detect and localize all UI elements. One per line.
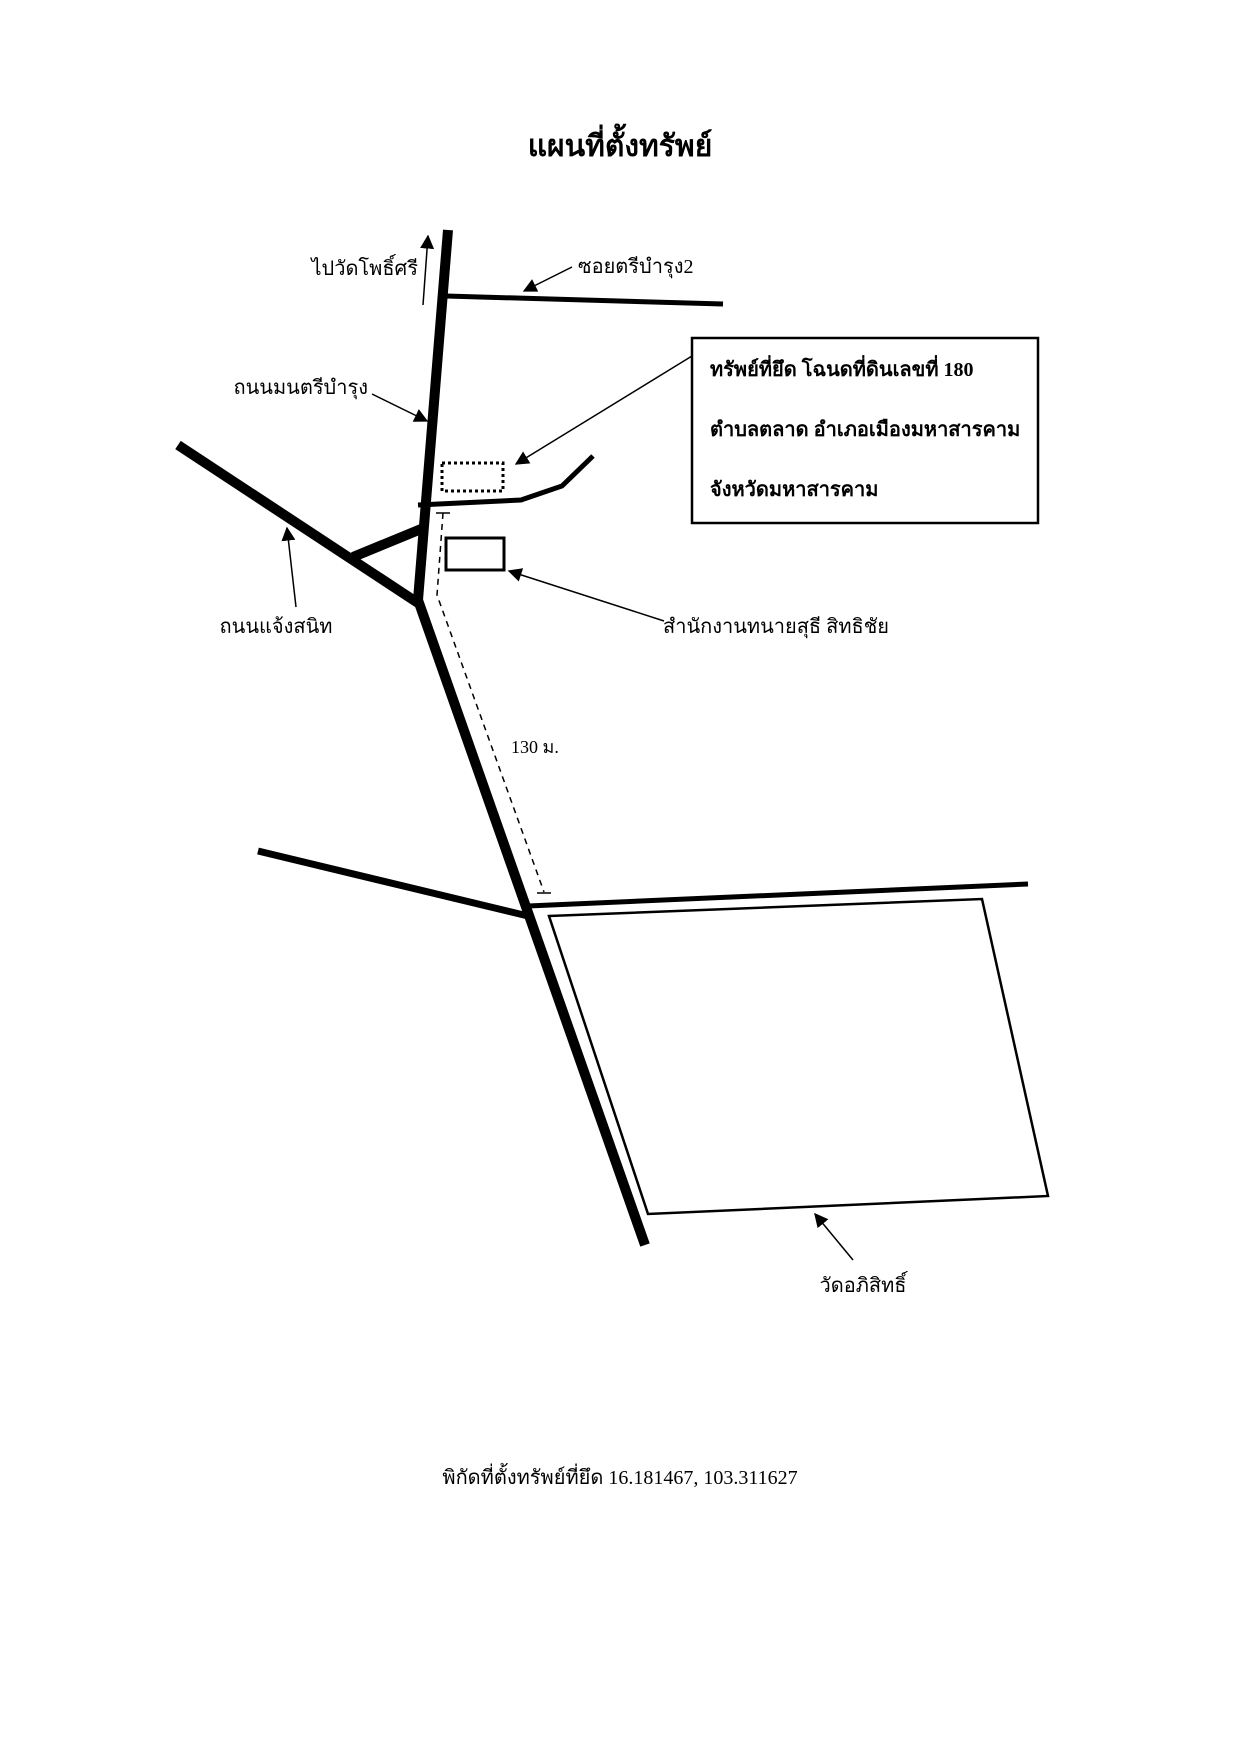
road-jaeng-sanit [175,440,421,608]
road-connector [351,522,428,562]
label-soi: ซอยตรีบำรุง2 [578,256,693,279]
label-road-jaeng-sanit: ถนนแจ้งสนิท [220,616,333,638]
road-soi-tri-bamrung-2 [445,293,724,307]
footer-coordinates: พิกัดที่ตั้งทรัพย์ที่ยึด 16.181467, 103.… [442,1463,797,1489]
property-info-box [690,336,1040,525]
road-lower-right [527,881,1029,909]
road-lane [417,454,595,508]
soi-pointer-arrow [522,266,573,292]
page-title: แผนที่ตั้งทรัพย์ [528,123,713,163]
label-road-montri-bamrung: ถนนมนตรีบำรุง [234,377,368,400]
office-pointer-arrow [507,568,665,622]
road-lower-left [257,847,529,920]
property-info-line-1: ทรัพย์ที่ยึด โฉนดที่ดินเลขที่ 180 [710,354,974,381]
label-distance: 130 ม. [511,737,559,757]
property-pointer-arrow [514,355,693,465]
property-info-line-3: จังหวัดมหาสารคาม [710,479,878,501]
road-main-pointer-arrow [371,393,429,422]
north-arrow [420,234,435,306]
temple-pointer-arrow [814,1212,854,1261]
road-jaeng-pointer-arrow [281,526,297,608]
label-temple: วัดอภิสิทธิ์ [819,1270,908,1297]
temple-parcel [547,897,1050,1216]
label-to-temple: ไปวัดโพธิ์ศรี [309,253,418,280]
property-info-line-2: ตำบลตลาด อำเภอเมืองมหาสารคาม [710,418,1020,441]
distance-measure-line [436,512,545,893]
label-lawyer-office: สำนักงานทนายสุธี สิทธิชัย [663,616,889,639]
seized-property-marker [440,461,505,493]
lawyer-office-marker [444,536,506,572]
